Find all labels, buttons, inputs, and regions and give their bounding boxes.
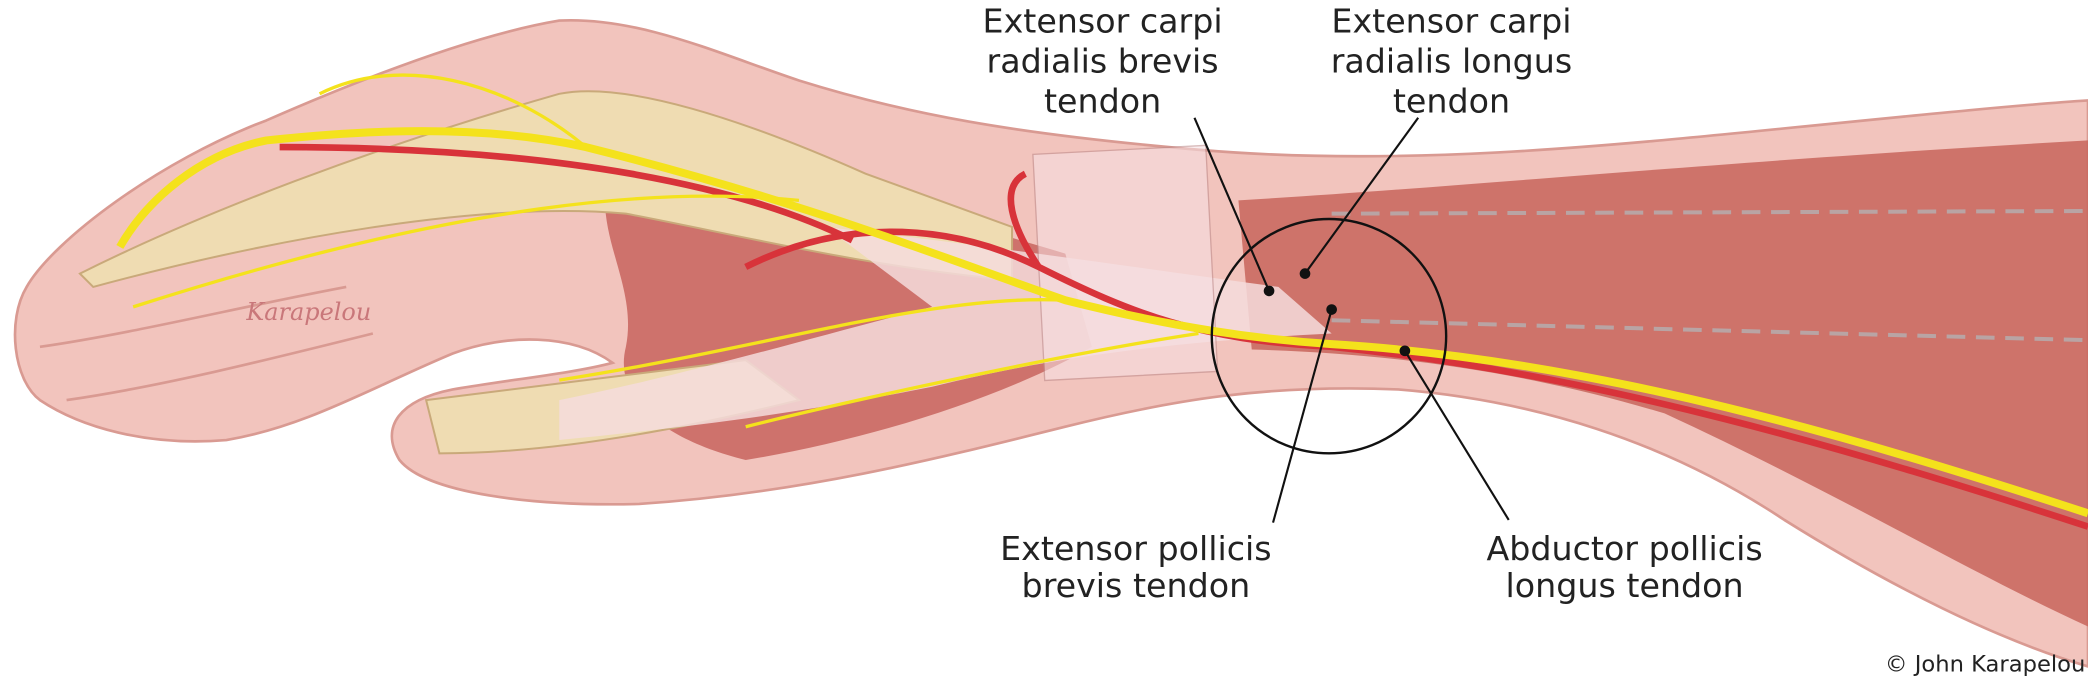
leader-apl bbox=[1403, 350, 1510, 521]
nerve-branches bbox=[132, 73, 1199, 429]
label-line: Extensor pollicis bbox=[1000, 529, 1271, 568]
label-ecrl: Extensor carpi radialis longus tendon bbox=[1331, 2, 1573, 121]
label-line: tendon bbox=[1393, 81, 1510, 120]
label-line: radialis longus bbox=[1331, 42, 1573, 81]
label-line: Abductor pollicis bbox=[1486, 529, 1762, 568]
label-apl: Abductor pollicis longus tendon bbox=[1486, 529, 1762, 605]
dot-ecrl bbox=[1299, 268, 1311, 279]
label-ecrb: Extensor carpi radialis brevis tendon bbox=[983, 2, 1223, 121]
leader-epb bbox=[1272, 309, 1333, 523]
dashed-outline bbox=[1331, 209, 2088, 343]
finger-outline bbox=[39, 285, 374, 402]
artist-signature: Karapelou bbox=[245, 298, 371, 326]
dot-epb bbox=[1326, 304, 1337, 315]
label-epb: Extensor pollicis brevis tendon bbox=[1000, 529, 1271, 605]
label-line: brevis tendon bbox=[1022, 566, 1251, 605]
label-line: tendon bbox=[1044, 81, 1161, 120]
leader-ecrb bbox=[1193, 117, 1271, 292]
label-line: Extensor carpi bbox=[983, 2, 1223, 41]
highlight-circle bbox=[1210, 217, 1448, 455]
leader-ecrl bbox=[1304, 117, 1420, 275]
copyright-text: © John Karapelou bbox=[1885, 652, 2085, 678]
label-line: radialis brevis bbox=[987, 42, 1219, 81]
dot-ecrb bbox=[1263, 285, 1275, 297]
forearm-muscles bbox=[1238, 140, 2088, 627]
radial-nerve bbox=[116, 127, 2088, 518]
dot-apl bbox=[1399, 345, 1411, 357]
label-line: longus tendon bbox=[1506, 566, 1744, 605]
label-line: Extensor carpi bbox=[1331, 2, 1571, 41]
